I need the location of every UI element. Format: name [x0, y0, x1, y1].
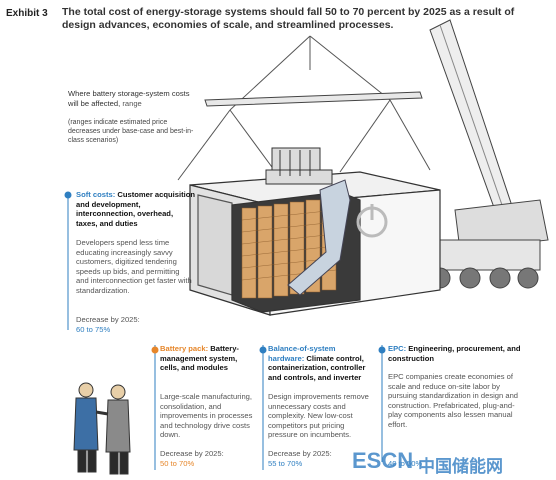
escn-watermark-logo: ESCN — [352, 448, 414, 473]
battery-pack-body: Large-scale manufacturing, consolidation… — [160, 392, 253, 440]
bos-decrease-value: 55 to 70% — [268, 459, 303, 468]
soft-costs-decrease-label: Decrease by 2025: — [76, 315, 140, 324]
battery-pack-heading: Battery pack: Battery-management system,… — [160, 344, 252, 373]
battery-pack-title: Battery-management system, cells, and mo… — [160, 344, 239, 373]
soft-costs-title: Customer acquisition and development, in… — [76, 190, 196, 228]
intro-note: (ranges indicate estimated price decreas… — [68, 119, 194, 144]
epc-label: EPC: — [388, 344, 407, 353]
battery-pack-decrease-label: Decrease by 2025: — [160, 449, 224, 458]
bos-heading: Balance-of-system hardware: Climate cont… — [268, 344, 372, 382]
dot-bos — [259, 346, 267, 354]
bos-body: Design improvements remove unnecessary c… — [268, 392, 369, 440]
soft-costs-decrease-value: 60 to 75% — [76, 325, 111, 334]
business-people — [73, 382, 131, 475]
callout-dots — [64, 191, 386, 354]
bos-decrease-label: Decrease by 2025: — [268, 449, 332, 458]
epc-decrease-value: 40 to 50% — [388, 459, 423, 468]
bos-title: Climate control, containerization, contr… — [268, 353, 366, 382]
escn-watermark-site: 中国储能网 — [418, 457, 503, 476]
epc-body: EPC companies create economies of scale … — [388, 372, 519, 429]
exhibit-label: Exhibit 3 — [6, 8, 48, 19]
battery-pack-decrease-value: 50 to 70% — [160, 459, 195, 468]
dot-battery-pack — [151, 346, 159, 354]
bos-label: Balance-of-system hardware: — [268, 344, 336, 363]
soft-costs-label: Soft costs: — [76, 190, 116, 199]
epc-heading: EPC: Engineering, procurement, and const… — [388, 344, 528, 363]
exhibit-title: The total cost of energy-storage systems… — [62, 6, 515, 31]
dot-epc — [378, 346, 386, 354]
intro-block: Where battery storage-system costs will … — [68, 89, 200, 108]
battery-pack-label: Battery pack: — [160, 344, 209, 353]
soft-costs-heading: Soft costs: Customer acquisition and dev… — [76, 190, 196, 228]
hvac-unit — [265, 147, 333, 185]
intro-heading: Where battery storage-system costs will … — [68, 89, 190, 108]
soft-costs-body: Developers spend less time educating inc… — [76, 238, 192, 295]
epc-title: Engineering, procurement, and constructi… — [388, 344, 521, 363]
hvac-duct — [287, 179, 351, 296]
lifting-cables — [177, 35, 431, 181]
intro-range: range — [122, 98, 142, 108]
callout-leaders — [67, 195, 383, 470]
dot-soft-costs — [64, 191, 72, 199]
